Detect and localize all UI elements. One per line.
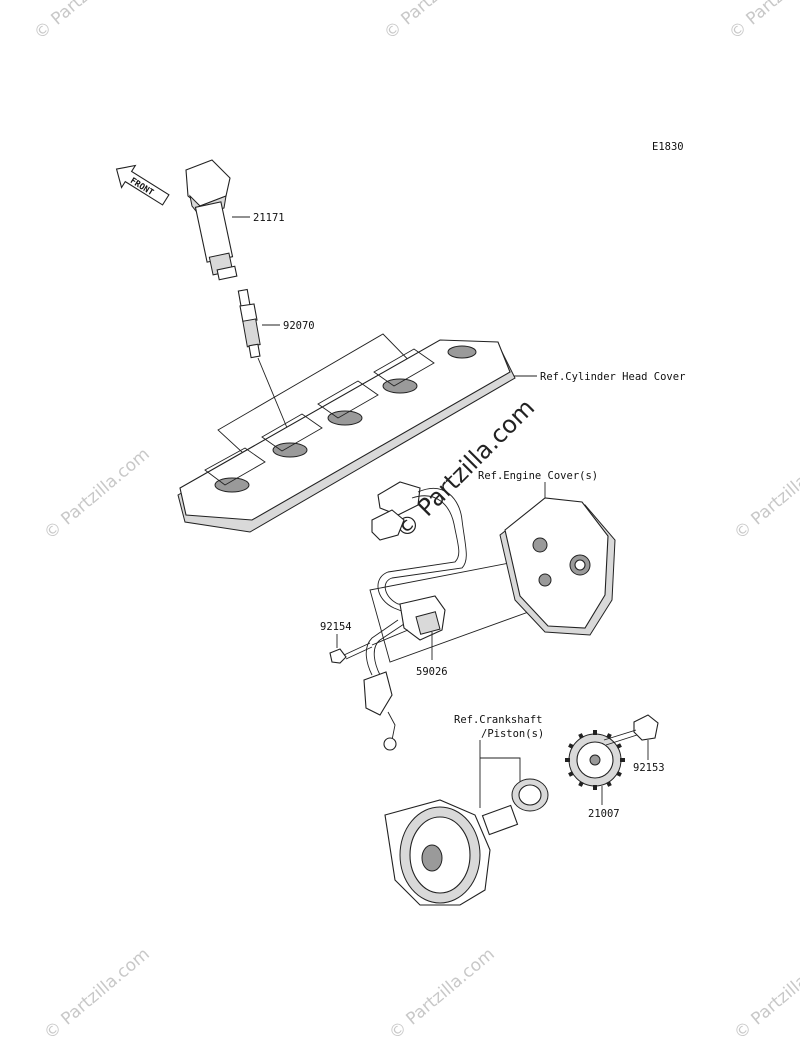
watermark: © Partzilla.com: [725, 0, 800, 44]
bolt-icon: [603, 714, 659, 746]
watermark: © Partzilla.com: [40, 444, 153, 544]
engine-cover-ref: Ref.Engine Cover(s): [478, 470, 598, 482]
timing-rotor-number: 21007: [588, 808, 620, 820]
crankshaft-gear-icon: [511, 778, 549, 812]
watermark: © Partzilla.com: [385, 944, 498, 1044]
ignition-coil-number: 21171: [253, 212, 285, 224]
timing-rotor-icon: [565, 730, 625, 790]
spark-plug-number: 92070: [283, 320, 315, 332]
front-arrow-icon: FRONT: [115, 164, 170, 206]
bolt-icon: [329, 642, 373, 664]
engine-cover-icon: [499, 497, 616, 636]
leader-line: [371, 629, 409, 646]
leader-line: [257, 357, 291, 436]
watermark: © Partzilla.com: [730, 944, 800, 1044]
crankshaft-icon: [384, 799, 519, 906]
watermark: © Partzilla.com: [30, 0, 143, 44]
watermark: © Partzilla.com: [380, 0, 493, 44]
ignition-coil-icon: [185, 159, 238, 281]
cylinder-head-cover-ref: Ref.Cylinder Head Cover: [540, 371, 685, 383]
crankshaft-ref-line2: /Piston(s): [481, 728, 544, 740]
bolt-left-number: 92154: [320, 621, 352, 633]
pickup-coil-number: 59026: [416, 666, 448, 678]
bolt-right-number: 92153: [633, 762, 665, 774]
watermark: © Partzilla.com: [730, 444, 800, 544]
crankshaft-ref-line1: Ref.Crankshaft: [454, 714, 543, 726]
spark-plug-icon: [237, 288, 261, 359]
watermark: © Partzilla.com: [40, 944, 153, 1044]
wiring-harness-icon: [363, 481, 467, 751]
cylinder-head-cover-icon: [177, 339, 516, 533]
reference-bracket: [479, 740, 521, 808]
diagram-code: E1830: [652, 141, 684, 153]
pickup-coil-icon: [399, 595, 446, 641]
